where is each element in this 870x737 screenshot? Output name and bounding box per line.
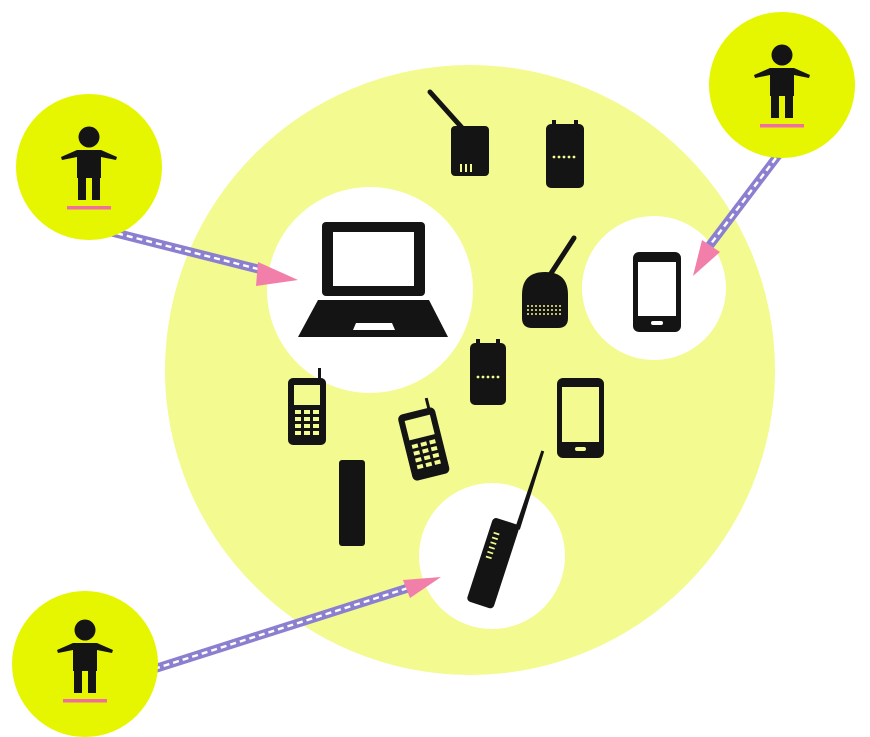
feature-phone-icon	[398, 397, 450, 481]
laptop-icon	[298, 222, 448, 337]
router-icon	[427, 89, 489, 176]
user-base-mark	[760, 124, 804, 128]
person-icon	[61, 126, 117, 210]
access-point-icon	[470, 339, 506, 405]
link-user-right-top-to-smartphone	[693, 145, 787, 276]
iot-hub-icon	[522, 235, 577, 328]
walkie-talkie-icon	[467, 450, 545, 609]
feature-phone-icon	[288, 368, 326, 445]
user-base-mark	[63, 699, 107, 703]
person-icon	[57, 619, 113, 703]
smartphone-icon	[633, 252, 681, 332]
person-icon	[754, 44, 810, 128]
user-right-top	[709, 12, 855, 158]
user-left-top	[16, 94, 162, 240]
user-left-bottom	[12, 591, 158, 737]
access-point-icon	[546, 120, 584, 188]
usb-stick-icon	[339, 460, 365, 546]
user-base-mark	[67, 206, 111, 210]
link-user-left-bottom-to-walkie-talkie	[130, 577, 441, 680]
smartphone-icon	[557, 378, 604, 458]
